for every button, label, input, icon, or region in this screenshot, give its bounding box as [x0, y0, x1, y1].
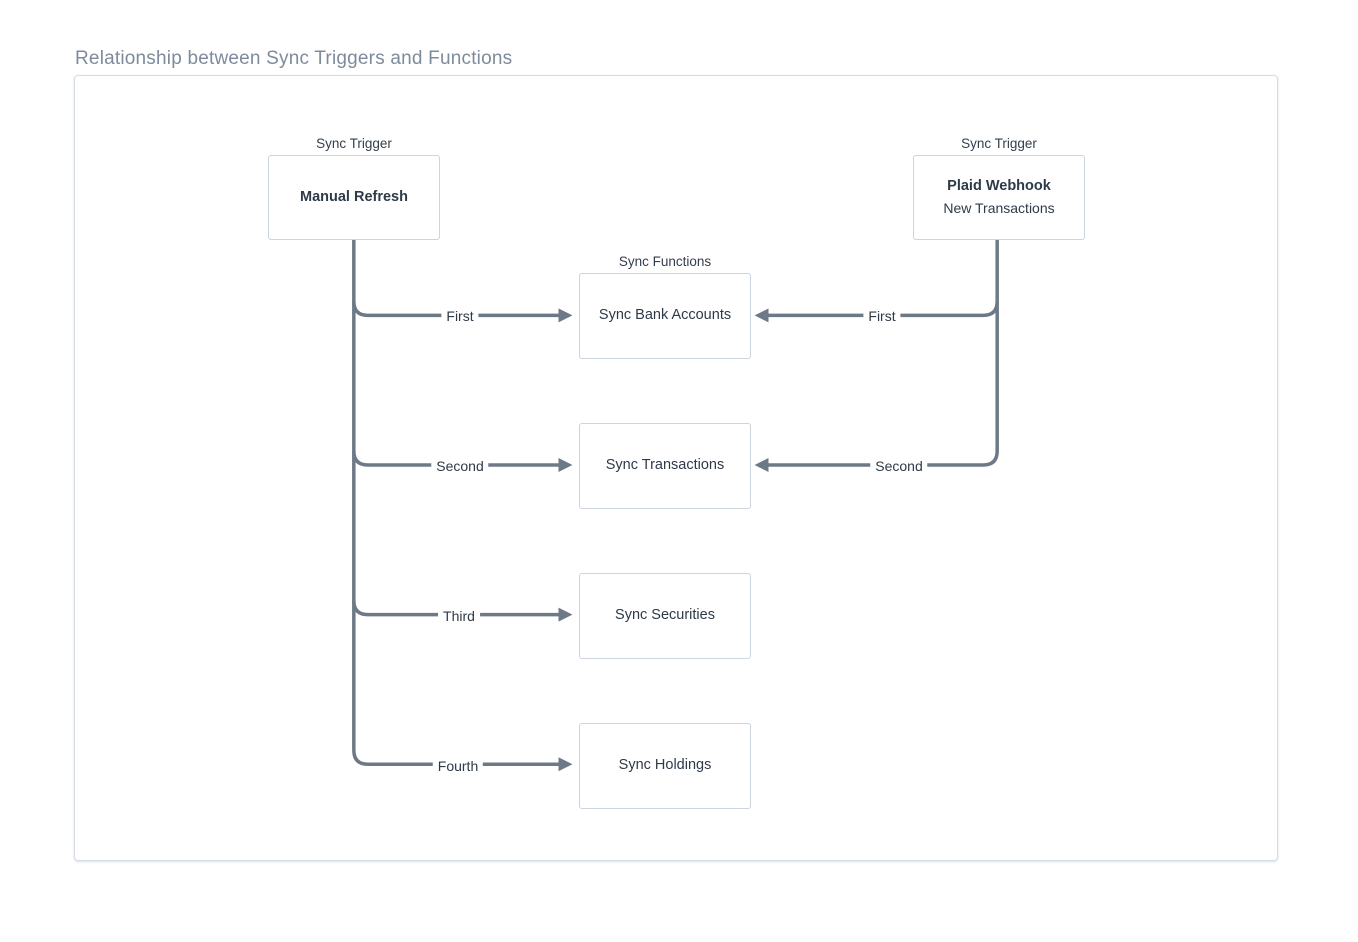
node-title: Manual Refresh — [300, 188, 408, 205]
category-label-manual-refresh: Sync Trigger — [316, 136, 392, 151]
node-title: Sync Holdings — [618, 757, 712, 774]
category-label-plaid-webhook: Sync Trigger — [961, 136, 1037, 151]
function-node-sync-transactions: Sync Transactions — [579, 423, 751, 509]
edge-label-second-left: Second — [431, 457, 489, 475]
edge-label-fourth-left: Fourth — [432, 757, 484, 775]
edge-manual-refresh-to-sync-bank-accounts — [352, 301, 573, 323]
edge-label-third-left: Third — [438, 607, 480, 625]
edge-label-first-right: First — [863, 307, 901, 325]
diagram-canvas: Sync Trigger Sync Trigger Sync Functions… — [74, 75, 1278, 861]
function-node-sync-holdings: Sync Holdings — [579, 723, 751, 809]
edge-label-first-left: First — [441, 307, 479, 325]
page-title: Relationship between Sync Triggers and F… — [75, 48, 513, 69]
function-node-sync-bank-accounts: Sync Bank Accounts — [579, 273, 751, 359]
node-title: Plaid Webhook — [947, 178, 1051, 195]
trigger-node-manual-refresh: Manual Refresh — [268, 155, 440, 240]
edge-plaid-webhook-to-sync-bank-accounts — [754, 301, 999, 323]
node-title: Sync Bank Accounts — [598, 307, 732, 324]
edge-label-second-right: Second — [870, 457, 928, 475]
node-title: Sync Transactions — [605, 457, 725, 474]
edge-manual-refresh-to-sync-securities — [352, 600, 573, 622]
trigger-node-plaid-webhook: Plaid Webhook New Transactions — [913, 155, 1085, 240]
node-subtitle: New Transactions — [943, 199, 1055, 216]
node-title: Sync Securities — [615, 607, 715, 624]
edge-manual-refresh-to-sync-holdings — [352, 239, 573, 772]
connector-lines — [352, 239, 999, 772]
category-label-sync-functions: Sync Functions — [618, 254, 712, 269]
edge-manual-refresh-to-sync-transactions — [352, 450, 573, 472]
edge-plaid-webhook-to-sync-transactions — [754, 239, 999, 472]
function-node-sync-securities: Sync Securities — [579, 573, 751, 659]
